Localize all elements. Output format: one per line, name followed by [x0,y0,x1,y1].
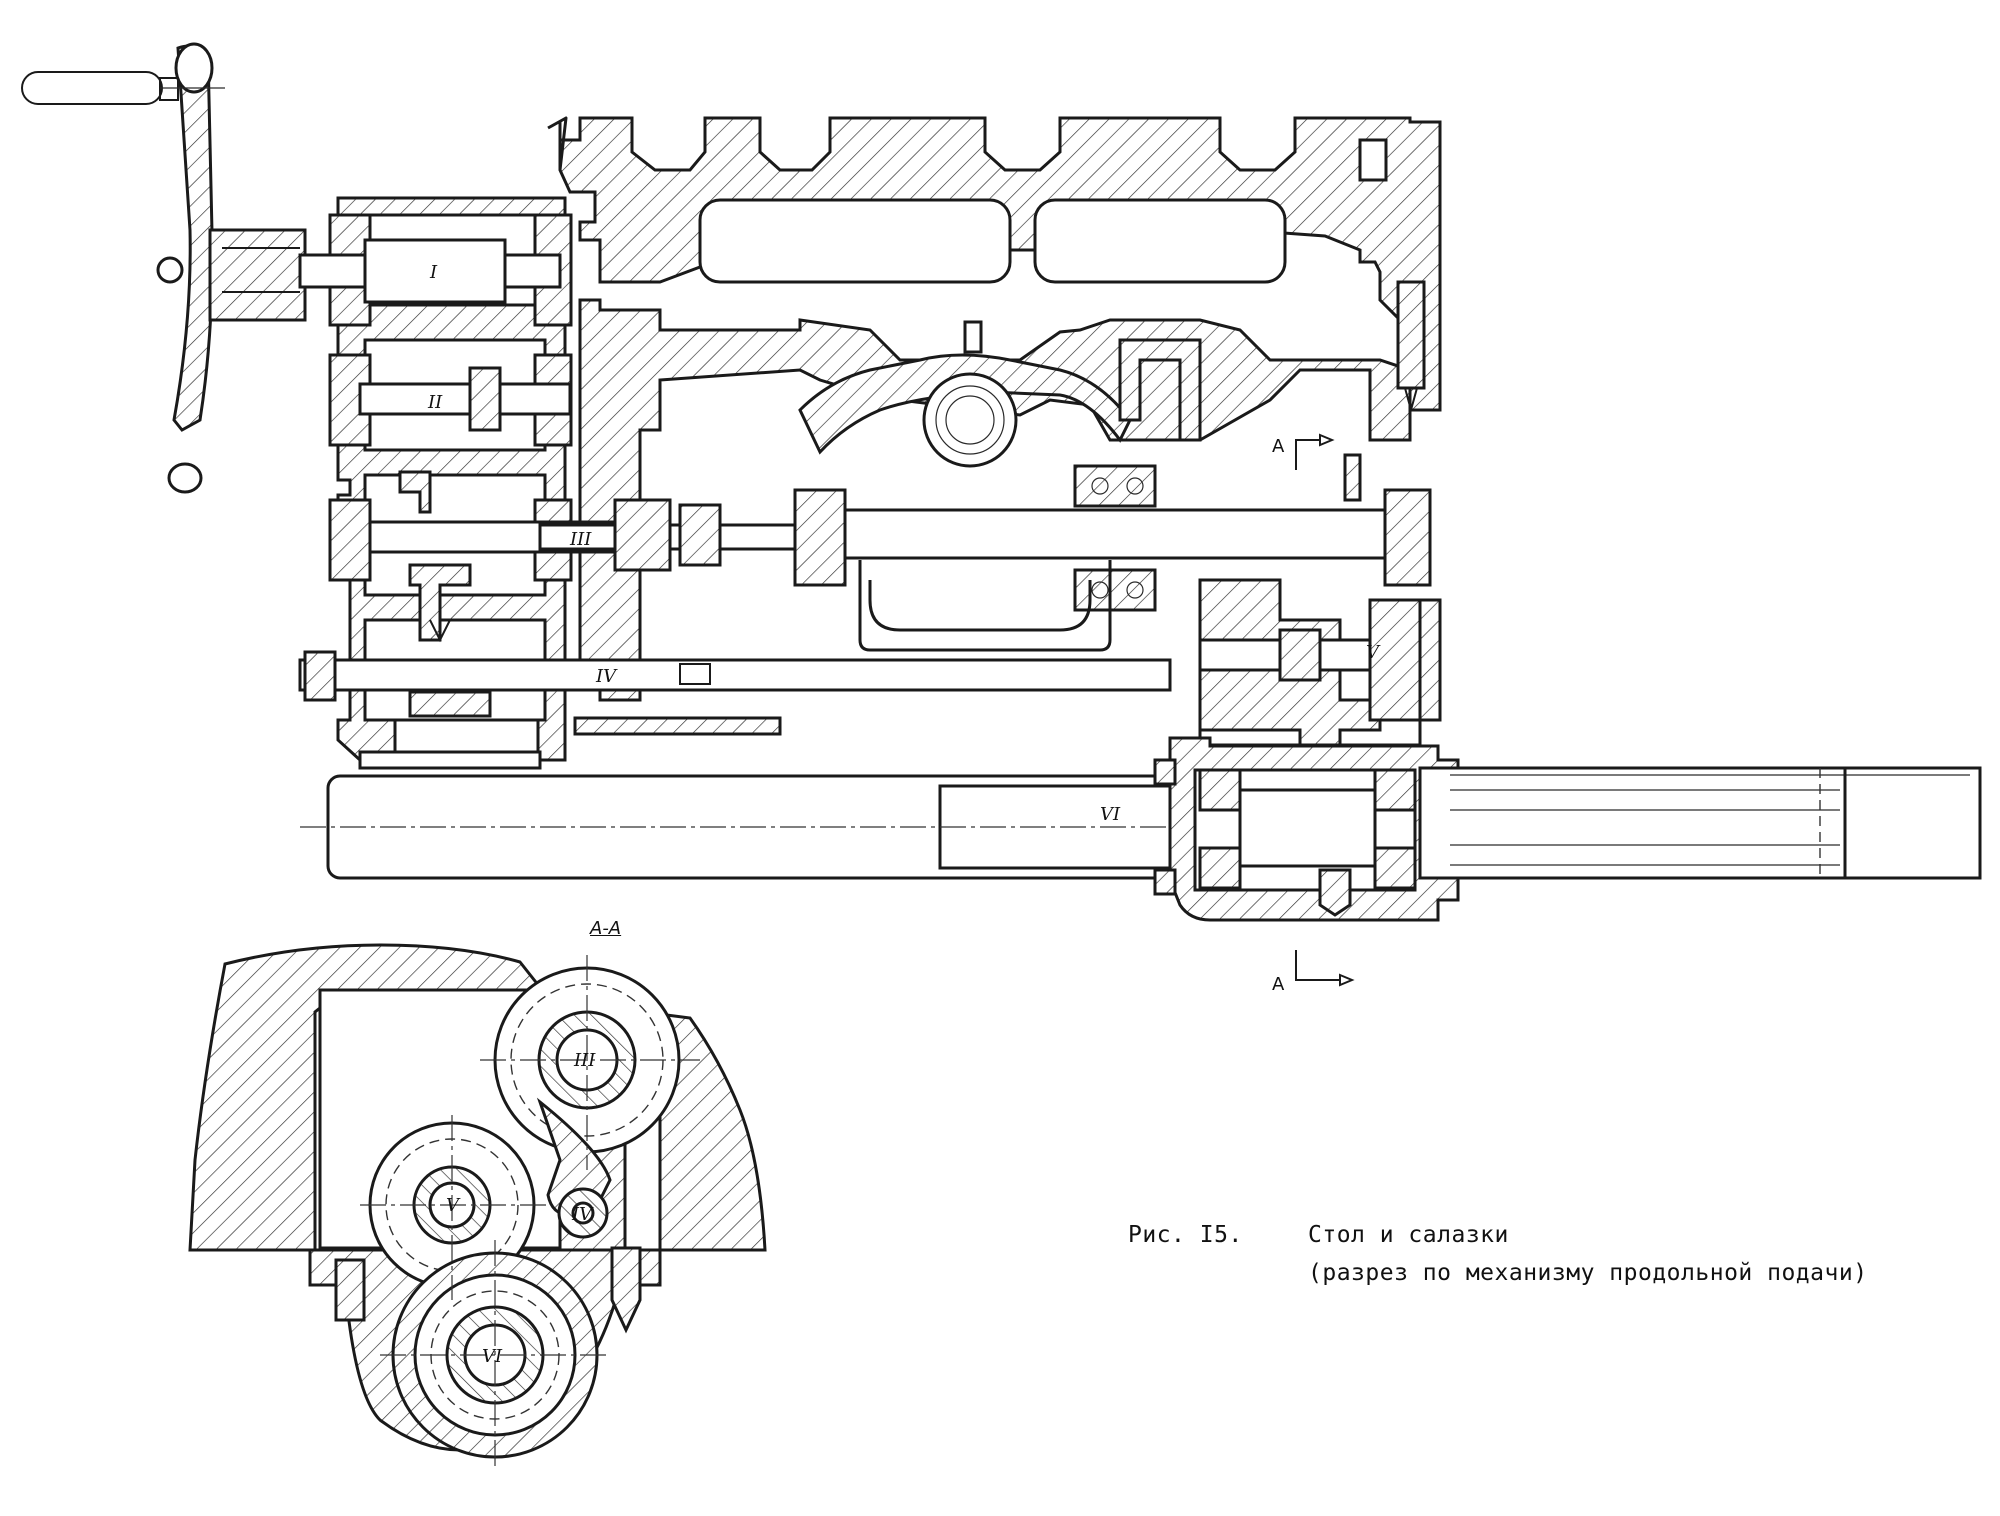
seal-top [1153,758,1177,786]
cam-bracket [1118,338,1202,442]
label-shaft-VI: VI [1100,804,1121,825]
shaft-II-clutch [468,366,502,432]
sec-label-III: III [573,1050,596,1071]
bearing-upper [1073,464,1157,508]
oil-plug [963,320,983,354]
figure-caption: Рис. I5. Стол и салазки (разрез по механи… [1128,1216,1868,1292]
table [547,116,1442,412]
spline-shaft [833,508,1397,560]
label-shaft-III: III [569,529,592,550]
shaft-II [358,382,572,416]
table-cavity-right [1033,198,1287,284]
section-mark-bottom: А [1272,974,1285,995]
shaft-V-bearing [1368,598,1442,722]
handwheel-hub [208,228,307,322]
section-view-AA: III V IV VI [188,943,767,1470]
hub-nut [156,256,184,284]
label-shaft-II: II [427,392,443,413]
section-screw-left [334,1258,366,1322]
adjust-screw [1396,280,1426,390]
figure-subtitle: (разрез по механизму продольной подачи) [1308,1260,1868,1286]
shaft-VI-key [1318,868,1352,917]
shaft-VI-extension [1418,766,1982,880]
sec-label-V: V [446,1195,461,1216]
lower-cavity [868,580,1092,632]
stop-pin [1343,453,1362,502]
sec-label-VI: VI [482,1346,503,1367]
table-plug [1358,138,1388,182]
bearing-lower [1073,568,1157,612]
shaft-VI-assembly [300,736,1982,922]
shaft-IV [298,658,1172,692]
gearbox-bottom-plate [573,716,782,736]
coupling-left [613,498,672,572]
figure-title: Стол и салазки [1308,1222,1509,1248]
shaft-V-coupling [1278,628,1322,682]
handle-collar [159,77,179,101]
figure-number: Рис. I5. [1128,1222,1243,1248]
shaft-I-gear [363,238,507,304]
label-shaft-IV: IV [595,666,618,687]
saddle-wall-top [578,298,1412,702]
worm-shaft-bore [922,372,1018,468]
shaft-VI-worm-gear [1238,788,1377,868]
seal-bottom [1153,868,1177,896]
spline-shaft-III [538,464,1432,652]
shaft-VI-bearing-bl [1198,846,1242,890]
table-cavity-left [698,198,1012,284]
coupling-right [678,503,722,567]
handwheel-knob [167,462,203,494]
label-shaft-V: V [1366,642,1381,663]
gearbox-foot [358,750,542,770]
label-shaft-I: I [429,262,438,283]
table-tip [547,116,568,171]
saddle-housing [578,280,1426,702]
handle-grip [21,71,163,105]
handwheel-rim-top [174,42,214,94]
spline-bearing-left [793,488,847,587]
handwheel [21,42,307,494]
section-marks: А А [1272,433,1355,995]
section-mark-top: А [1272,436,1285,457]
shaft-VI-bearing-br [1373,846,1417,890]
spline-bearing-right [1383,488,1432,587]
shaft-VI-bearing-tr [1373,768,1417,812]
shaft-III-lever [398,470,432,514]
bearing-III-left [328,498,372,582]
section-label: А-А [590,918,622,939]
section-screw-right [610,1246,642,1334]
handwheel-spokes [172,44,214,432]
shaft-IV-key [679,663,711,685]
sec-label-IV: IV [571,1204,594,1225]
shaft-IV-nut [303,650,337,702]
shaft-labels: I II III IV V VI [427,262,1381,825]
shaft-IV-gear [408,690,492,718]
shaft-VI-bearing-tl [1198,768,1242,812]
